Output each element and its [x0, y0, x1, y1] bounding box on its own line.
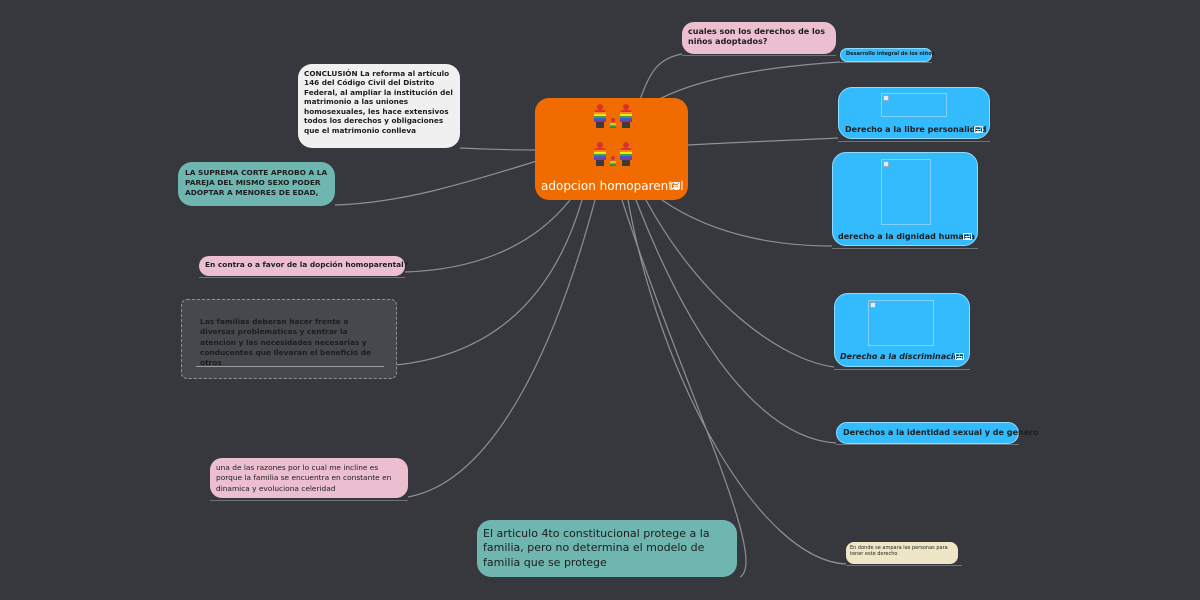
link-discriminacion [645, 199, 835, 368]
node-familias[interactable]: Las familias deberan hacer frente a dive… [181, 299, 397, 379]
link-libre-personalidad [687, 137, 839, 146]
rainbow-family-icon [593, 104, 633, 170]
link-conclusion [459, 147, 541, 151]
node-derechos-ninos-text: cuales son los derechos de los niños ado… [688, 27, 826, 46]
node-conclusion[interactable]: CONCLUSIÓN La reforma al artículo 146 de… [298, 64, 460, 148]
node-familias-text: Las familias deberan hacer frente a dive… [200, 317, 371, 368]
link-suprema [334, 159, 541, 206]
node-discriminacion-text: Derecho a la discriminación [840, 352, 965, 361]
underline-razones [210, 500, 408, 501]
note-icon[interactable] [974, 126, 983, 133]
node-ampara-text: En donde se ampara las personas para ten… [850, 545, 948, 558]
node-razones[interactable]: una de las razones por lo cual me inclin… [210, 458, 408, 498]
link-articulo [621, 199, 747, 578]
link-derechos-ninos [639, 53, 683, 101]
underline-derechos-ninos [682, 55, 836, 56]
underline-dignidad [832, 248, 978, 249]
node-dignidad-text: derecho a la dignidad humana [838, 232, 975, 241]
link-ampara [627, 199, 847, 565]
node-suprema-text: LA SUPREMA CORTE APROBO A LA PAREJA DEL … [185, 168, 328, 197]
node-en-contra[interactable]: En contra o a favor de la dopción homopa… [199, 256, 408, 276]
link-razones [407, 199, 596, 498]
underline-discriminacion [834, 369, 970, 370]
node-identidad-text: Derechos a la identidad sexual y de gene… [843, 428, 1039, 437]
node-libre-personalidad-text: Derecho a la libre personalidad [845, 125, 987, 134]
node-en-contra-text: En contra o a favor de la dopción homopa… [205, 260, 408, 269]
node-discriminacion[interactable]: Derecho a la discriminación [834, 293, 970, 367]
node-conclusion-text: CONCLUSIÓN La reforma al artículo 146 de… [304, 69, 453, 135]
underline-en-contra [199, 277, 405, 278]
link-desarrollo [649, 61, 841, 105]
link-en-contra [404, 199, 571, 273]
underline-familias [196, 366, 384, 367]
note-icon[interactable] [955, 353, 964, 360]
node-suprema[interactable]: LA SUPREMA CORTE APROBO A LA PAREJA DEL … [178, 162, 335, 206]
underline-desarrollo [840, 62, 932, 63]
node-razones-text: una de las razones por lo cual me inclin… [216, 463, 392, 493]
node-identidad[interactable]: Derechos a la identidad sexual y de gene… [836, 422, 1038, 444]
node-dignidad[interactable]: derecho a la dignidad humana [832, 152, 978, 246]
node-desarrollo-text: Desarrollo integral de los niños [846, 51, 935, 57]
central-node[interactable]: adopcion homoparental [535, 98, 688, 200]
image-placeholder-icon [881, 93, 947, 117]
link-familias [383, 199, 583, 367]
node-derechos-ninos[interactable]: cuales son los derechos de los niños ado… [682, 22, 836, 54]
node-desarrollo[interactable]: Desarrollo integral de los niños [840, 48, 935, 62]
node-articulo-text: El articulo 4to constitucional protege a… [483, 527, 710, 569]
node-libre-personalidad[interactable]: Derecho a la libre personalidad [838, 87, 990, 139]
node-ampara[interactable]: En donde se ampara las personas para ten… [846, 542, 958, 564]
link-identidad [635, 199, 837, 444]
central-label: adopcion homoparental [541, 179, 684, 193]
note-icon[interactable] [671, 182, 680, 189]
underline-identidad [836, 444, 1019, 445]
image-placeholder-icon [881, 159, 931, 225]
underline-libre-personalidad [838, 141, 990, 142]
link-dignidad [661, 199, 833, 247]
note-icon[interactable] [963, 233, 972, 240]
underline-ampara [846, 565, 962, 566]
image-placeholder-icon [868, 300, 934, 346]
node-articulo[interactable]: El articulo 4to constitucional protege a… [477, 520, 737, 577]
